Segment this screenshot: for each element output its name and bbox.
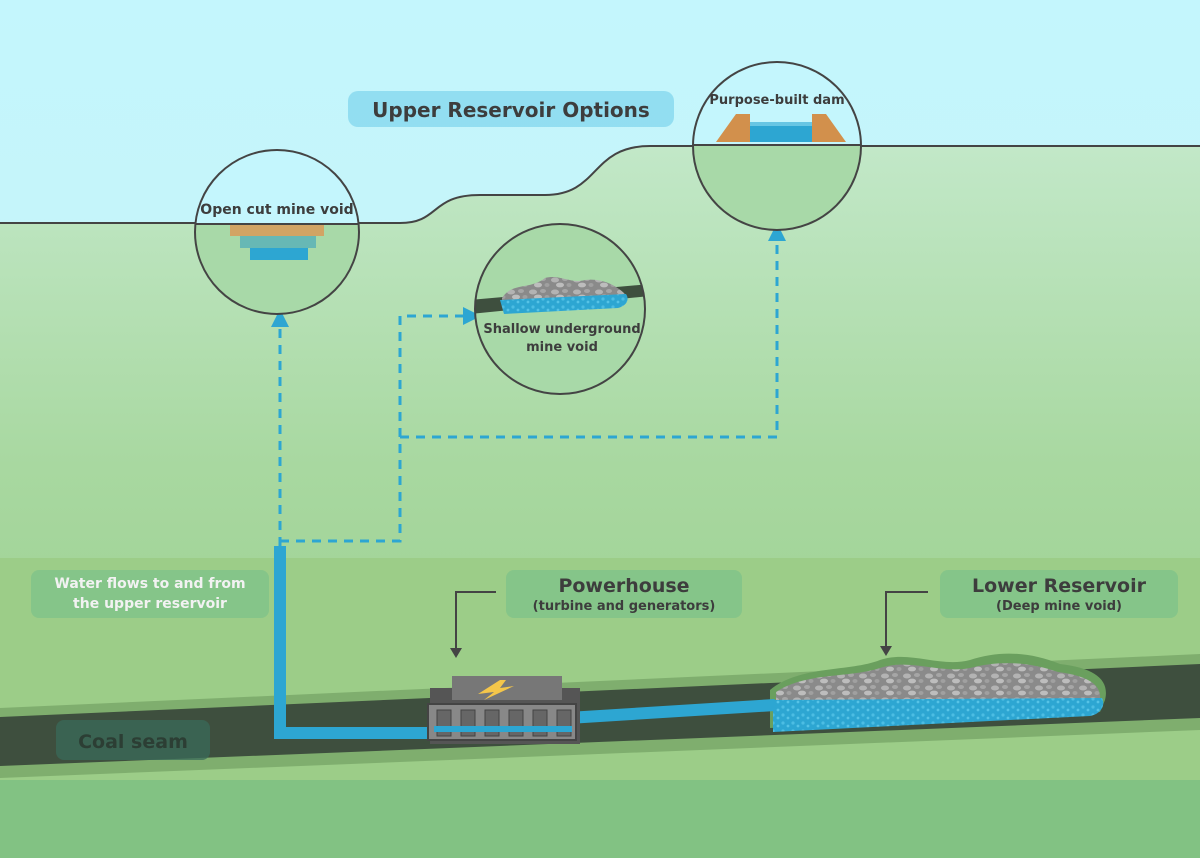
lightning-icon xyxy=(478,680,514,700)
coal-seam-label: Coal seam xyxy=(78,731,188,753)
flow-paths xyxy=(271,223,786,546)
deep-ground xyxy=(0,780,1200,858)
lower-reservoir-name: Lower Reservoir xyxy=(972,575,1147,597)
powerhouse-detail: (turbine and generators) xyxy=(533,599,716,614)
powerhouse-pointer xyxy=(455,591,496,650)
dam-label: Purpose-built dam xyxy=(709,93,844,108)
lower-reservoir xyxy=(770,653,1106,732)
powerhouse-building xyxy=(427,676,580,744)
reservoir-water xyxy=(773,698,1104,732)
shallow-label-line1: Shallow underground xyxy=(483,322,640,337)
coal-seam-box xyxy=(56,720,210,760)
lower-reservoir-box xyxy=(940,570,1178,618)
powerhouse-arrow-icon xyxy=(450,648,462,658)
surface-line xyxy=(0,145,1200,224)
powerhouse-box xyxy=(506,570,742,618)
open-cut-label: Open cut mine void xyxy=(200,202,353,218)
path-to-dam xyxy=(400,223,786,439)
lower-reservoir-pointer xyxy=(885,591,928,648)
water-flow-box xyxy=(31,570,269,618)
path-to-shallow xyxy=(280,307,481,543)
diagram-title: Upper Reservoir Options xyxy=(372,98,650,122)
lower-reservoir-arrow-icon xyxy=(880,646,892,656)
powerhouse-name: Powerhouse xyxy=(558,575,689,597)
water-flow-line1: Water flows to and from xyxy=(54,576,245,592)
lower-reservoir-detail: (Deep mine void) xyxy=(996,599,1122,614)
rock-fill xyxy=(776,663,1101,704)
shallow-underground-option: Shallow underground mine void xyxy=(474,223,646,395)
water-flow-line2: the upper reservoir xyxy=(73,596,227,612)
shallow-label-line2: mine void xyxy=(526,340,598,355)
title-pill xyxy=(348,91,674,127)
water-pipe xyxy=(274,546,776,739)
